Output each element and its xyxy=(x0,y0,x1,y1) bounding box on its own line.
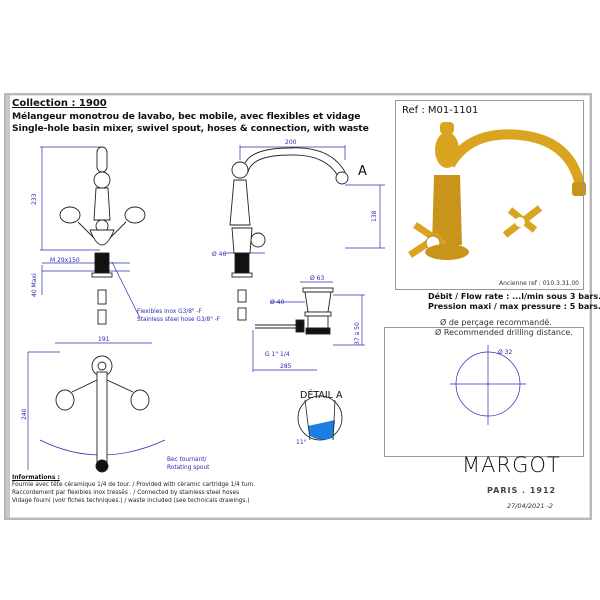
hoses-label-fr: Flexibles inox G3/8" -F xyxy=(137,309,202,315)
info-line: Vidage fourni (voir fiches techniques.) … xyxy=(12,498,250,504)
detail-a-view xyxy=(297,395,343,441)
detail-marker: A xyxy=(358,164,367,179)
product-render xyxy=(408,122,586,260)
dim-thread: M 29x150 xyxy=(50,257,80,264)
dim-angle: 11° xyxy=(296,439,307,446)
dim-max: 40 Maxi xyxy=(31,273,38,297)
max-pressure: Pression maxi / max pressure : 5 bars. xyxy=(428,302,600,311)
info-heading: Informations : xyxy=(12,474,60,481)
brand-logo: MARGOT xyxy=(462,453,561,477)
dim-base: Ø 46 xyxy=(212,251,226,258)
dimension-labels: 233 M 29x150 40 Maxi 200 138 Ø 46 Ø 63 Ø… xyxy=(21,139,512,446)
flow-rate: Débit / Flow rate : ...l/min sous 3 bars… xyxy=(428,292,600,301)
hoses-label-en: Stainless steel hose G3/8" -F xyxy=(137,317,221,323)
dim-depth: 240 xyxy=(21,408,28,420)
spout-label-fr: Bec tournant/ xyxy=(167,457,207,463)
dim-height: 233 xyxy=(31,193,38,205)
info-line: Raccordement par flexibles inox tressés … xyxy=(12,490,240,496)
collection-title: Collection : 1900 xyxy=(12,98,107,109)
faucet-side-view xyxy=(229,147,349,321)
sheet-margin xyxy=(6,95,10,518)
dim-waste-thread: G 1" 1/4 xyxy=(265,351,290,358)
brand-tagline: PARIS . 1912 xyxy=(487,486,557,495)
dim-waste-mid: Ø 40 xyxy=(270,299,284,306)
dim-drill: Ø 32 xyxy=(498,349,512,356)
reference-box: Ref : M01-1101 Ancienne ref : 010.3.31.0… xyxy=(395,100,584,290)
drilling-fr: Ø de perçage recommandé. xyxy=(440,318,552,327)
drilling-en: Ø Recommended drilling distance. xyxy=(435,328,573,337)
faucet-top-view xyxy=(55,355,150,473)
revision-date: 27/04/2021 -2 xyxy=(507,502,554,510)
dim-waste-range: 37 à 50 xyxy=(354,322,361,345)
product-ref: Ref : M01-1101 xyxy=(402,105,479,116)
spout-label-en: Rotating spout xyxy=(167,465,210,471)
waste-drawing xyxy=(255,287,334,335)
title-fr: Mélangeur monotrou de lavabo, bec mobile… xyxy=(12,111,361,122)
title-en: Single-hole basin mixer, swivel spout, h… xyxy=(12,123,369,134)
old-ref: Ancienne ref : 010.3.31.00 xyxy=(498,280,579,287)
dim-reach: 200 xyxy=(285,139,297,146)
faucet-front-view xyxy=(59,146,146,325)
sheet-frame xyxy=(4,93,592,520)
detail-a-title: DÉTAIL A xyxy=(300,390,343,401)
info-line: Fournie avec tête céramique 1/4 de tour.… xyxy=(12,482,256,488)
dim-width: 191 xyxy=(98,336,110,343)
dim-spout-height: 138 xyxy=(371,210,378,222)
dim-waste-length: 285 xyxy=(280,363,292,370)
dim-waste-top: Ø 63 xyxy=(310,275,324,282)
drilling-box: Ø Recommended drilling distance. xyxy=(384,327,584,457)
